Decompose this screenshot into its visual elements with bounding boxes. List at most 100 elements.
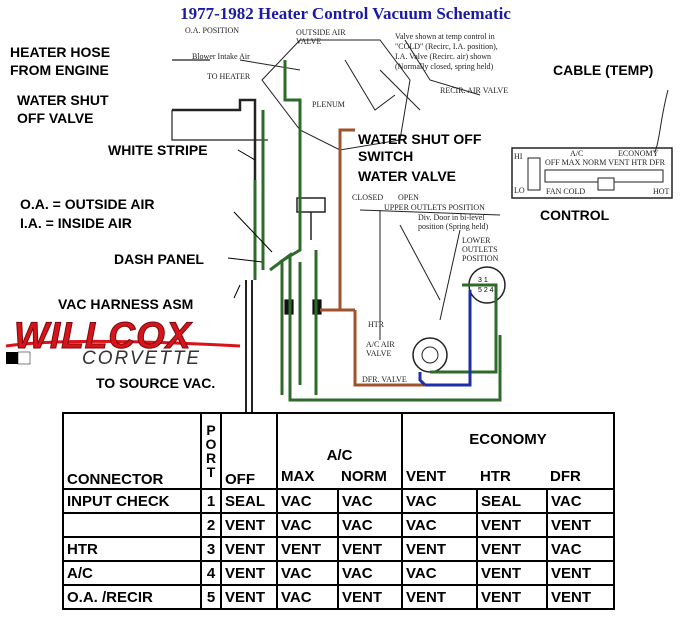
upper-outlets-text: UPPER OUTLETS POSITION [384, 203, 485, 212]
cell-off: VENT [220, 536, 278, 562]
ac-air-valve-text: A/C AIR VALVE [366, 340, 395, 358]
outside-air-valve-text: OUTSIDE AIR VALVE [296, 28, 346, 46]
header-off: OFF [220, 412, 278, 490]
svg-text:3 1: 3 1 [478, 277, 488, 284]
cell-max: VAC [276, 488, 339, 514]
white-stripe-leader [237, 149, 256, 161]
control-economy-text: ECONOMY [618, 149, 659, 158]
dash-panel-leader [227, 257, 263, 263]
outside-air-definition: O.A. = OUTSIDE AIR [20, 196, 155, 212]
control-modes-text: OFF MAX NORM VENT HTR DFR [545, 158, 665, 167]
cell-connector: A/C [62, 560, 202, 586]
header-dfr: DFR [547, 464, 615, 490]
cable-temp-label: CABLE (TEMP) [553, 62, 654, 78]
control-fan-cold-text: FAN COLD [546, 187, 586, 196]
to-heater-text: TO HEATER [207, 72, 251, 81]
cell-htr: VENT [476, 584, 548, 610]
inside-air-definition: I.A. = INSIDE AIR [20, 215, 132, 231]
header-norm: NORM [338, 464, 403, 490]
willcox-corvette-logo: WILLCOX CORVETTE [4, 315, 244, 370]
control-lo-text: LO [514, 186, 525, 195]
cell-port: 3 [200, 536, 222, 562]
cell-port: 4 [200, 560, 222, 586]
white-stripe-hose [172, 98, 257, 180]
svg-text:5 2 4: 5 2 4 [478, 287, 494, 294]
div-door-line-2: position (Spring held) [418, 222, 489, 231]
diagram-title: 1977-1982 Heater Control Vacuum Schemati… [180, 4, 511, 23]
oa-leader [233, 211, 273, 253]
blower-intake-text: Blower Intake Air [192, 52, 250, 61]
dfr-valve-text: DFR. VALVE [362, 375, 407, 384]
valve-note-line-2: "COLD" (Recirc, I.A. position), [395, 42, 498, 51]
water-shut-label: WATER SHUT [17, 92, 109, 108]
header-ac: A/C [276, 411, 403, 465]
header-port-letter: R [205, 450, 217, 466]
blue-vacuum-hose [418, 290, 472, 387]
cell-vent: VENT [401, 584, 478, 610]
cell-max: VAC [276, 512, 339, 538]
vacuum-schematic: 3 1 5 2 4 [171, 39, 673, 412]
water-valve-label: WATER VALVE [358, 168, 456, 184]
cell-off: VENT [220, 512, 278, 538]
cell-dfr: VENT [546, 584, 615, 610]
header-port-letter: P [206, 422, 216, 438]
header-port-letter: O [205, 436, 217, 452]
brown-vacuum-hose [320, 128, 425, 387]
cell-vent: VAC [401, 560, 478, 586]
plenum-outline [261, 39, 411, 151]
logo-sub-text: CORVETTE [82, 348, 202, 369]
htr-text: HTR [368, 320, 384, 329]
vac-harness-label: VAC HARNESS ASM [58, 296, 194, 312]
cell-max: VAC [276, 560, 339, 586]
header-economy: ECONOMY [401, 411, 615, 465]
cell-dfr: VENT [546, 560, 615, 586]
cell-htr: VENT [476, 536, 548, 562]
cell-connector: INPUT CHECK [62, 488, 202, 514]
off-valve-label: OFF VALVE [17, 110, 94, 126]
valve-note-line-4: (Normally closed, spring held) [395, 62, 494, 71]
cell-htr: SEAL [476, 488, 548, 514]
lower-outlets-text: LOWER OUTLETS POSITION [462, 236, 499, 263]
cell-vent: VAC [401, 488, 478, 514]
cell-norm: VAC [337, 560, 403, 586]
cell-port: 1 [200, 488, 222, 514]
cell-vent: VENT [401, 536, 478, 562]
cell-connector: O.A. /RECIR [62, 584, 202, 610]
header-max: MAX [276, 464, 338, 490]
div-door-line-1: Div. Door in bi-level [418, 213, 485, 222]
cell-norm: VAC [337, 512, 403, 538]
logo-flag-graphic [5, 339, 241, 365]
cell-dfr: VAC [546, 488, 615, 514]
green-vacuum-hoses [253, 60, 502, 402]
header-htr: HTR [477, 464, 547, 490]
oa-position-text: O.A. POSITION [185, 26, 239, 35]
dfr-valve-diaphragm [412, 337, 448, 373]
cell-off: VENT [220, 584, 278, 610]
control-hot-text: HOT [653, 187, 670, 196]
cell-port: 2 [200, 512, 222, 538]
header-vent: VENT [401, 464, 477, 490]
from-engine-label: FROM ENGINE [10, 62, 109, 78]
cell-max: VENT [276, 536, 339, 562]
temp-cable [654, 89, 669, 153]
water-shut-hose-line [171, 110, 268, 141]
cell-max: VAC [276, 584, 339, 610]
header-connector: CONNECTOR [62, 412, 202, 490]
cell-htr: VENT [476, 512, 548, 538]
water-shut-off-switch-label-1: WATER SHUT OFF [358, 131, 482, 147]
cell-dfr: VENT [546, 512, 615, 538]
valve-note-line-3: I.A. Valve (Recirc. air) shown [395, 52, 492, 61]
plenum-text: PLENUM [312, 100, 345, 109]
cell-port: 5 [200, 584, 222, 610]
logo-main-text: WILLCOX [14, 315, 192, 356]
recir-air-valve-text: RECIR. AIR VALVE [440, 86, 509, 95]
dash-panel-label: DASH PANEL [114, 251, 204, 267]
